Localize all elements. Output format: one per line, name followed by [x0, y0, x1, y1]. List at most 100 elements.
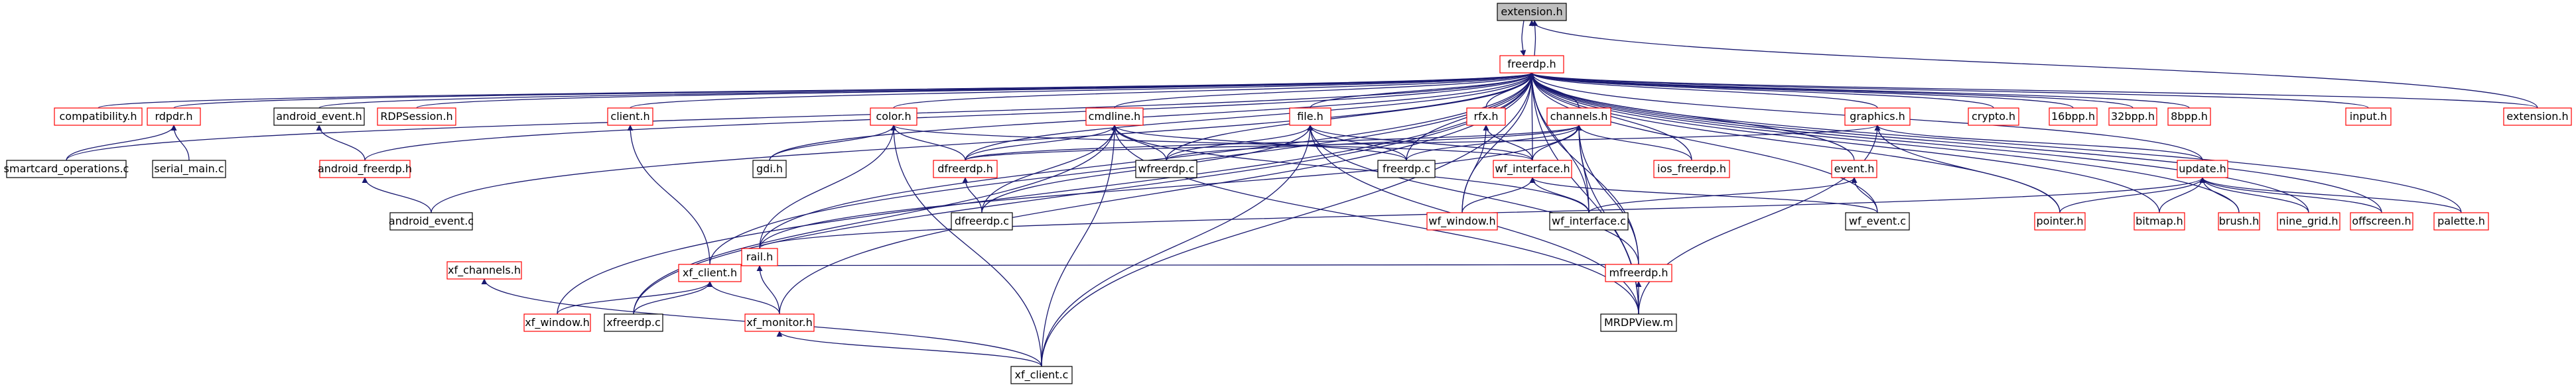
node-rail-h[interactable]: rail.h	[741, 248, 778, 266]
node-compatibility-h[interactable]: compatibility.h	[54, 107, 143, 126]
node-pointer-h[interactable]: pointer.h	[2034, 212, 2086, 231]
node-bitmap-h[interactable]: bitmap.h	[2134, 212, 2185, 231]
edge-xf_monitor_h-to-rail_h	[756, 265, 780, 315]
node-bpp32-h[interactable]: 32bpp.h	[2108, 107, 2157, 126]
node-label: channels.h	[1550, 110, 1608, 123]
node-xfreerdp-c[interactable]: xfreerdp.c	[604, 313, 663, 332]
edge-pointer_h-to-graphics_h	[1874, 125, 2061, 213]
node-label: xf_channels.h	[448, 264, 521, 277]
node-input-h[interactable]: input.h	[2345, 107, 2392, 126]
node-xf-client-h[interactable]: xf_client.h	[678, 264, 742, 282]
node-gdi-h[interactable]: gdi.h	[752, 160, 787, 178]
node-bpp8-h[interactable]: 8bpp.h	[2167, 107, 2211, 126]
node-serial-main-c[interactable]: serial_main.c	[152, 160, 226, 178]
node-brush-h[interactable]: brush.h	[2218, 212, 2260, 231]
node-cmdline-h[interactable]: cmdline.h	[1085, 107, 1144, 126]
edge-pointer_h-to-update_h	[2059, 177, 2206, 213]
node-android-freerdp-h[interactable]: android_freerdp.h	[318, 160, 412, 178]
node-crypto-h[interactable]: crypto.h	[1968, 107, 2019, 126]
node-label: xf_monitor.h	[746, 316, 812, 329]
node-box	[2134, 212, 2185, 231]
edge-extension_h-to-extension_h_root	[1528, 20, 2538, 109]
node-box	[933, 160, 998, 178]
node-graphics-h[interactable]: graphics.h	[1844, 107, 1911, 126]
node-client-h[interactable]: client.h	[607, 107, 653, 126]
node-label: gdi.h	[756, 162, 783, 175]
node-nine-grid-h[interactable]: nine_grid.h	[2277, 212, 2340, 231]
node-update-h[interactable]: update.h	[2177, 160, 2228, 178]
node-label: nine_grid.h	[2279, 215, 2338, 228]
nodes-layer: extension.h freerdp.h compatibility.h rdpdr…	[4, 3, 2572, 384]
node-box	[1010, 366, 1073, 384]
node-label: graphics.h	[1850, 110, 1905, 123]
node-xf-client-c[interactable]: xf_client.c	[1010, 366, 1073, 384]
edge-xf_client_c-to-xf_monitor_h	[776, 331, 1042, 367]
node-box	[604, 313, 663, 332]
node-freerdp-h[interactable]: freerdp.h	[1499, 55, 1564, 74]
node-wf-interface-h[interactable]: wf_interface.h	[1493, 160, 1572, 178]
node-android-event-c[interactable]: android_event.c	[389, 212, 474, 231]
node-box	[54, 107, 143, 126]
node-palette-h[interactable]: palette.h	[2433, 212, 2489, 231]
node-dfreerdp-c[interactable]: dfreerdp.c	[951, 212, 1013, 231]
node-box	[2167, 107, 2211, 126]
edge-dfreerdp_h-to-freerdp_h	[965, 72, 1535, 161]
node-label: RDPSession.h	[380, 110, 452, 123]
edge-gdi_h-to-color_h	[769, 125, 897, 161]
node-box	[1493, 160, 1572, 178]
edge-crypto_h-to-freerdp_h	[1528, 72, 1994, 109]
node-box	[741, 248, 778, 266]
node-smartcard-operations-c[interactable]: smartcard_operations.c	[4, 160, 129, 178]
edge-android_event_h-to-freerdp_h	[318, 72, 1534, 109]
node-wf-event-c[interactable]: wf_event.c	[1845, 212, 1910, 231]
edge-mfreerdp_h-to-rail_h	[759, 260, 1639, 266]
node-xf-window-h[interactable]: xf_window.h	[523, 313, 591, 332]
node-box	[147, 107, 201, 126]
node-label: rdpdr.h	[155, 110, 192, 123]
node-rdpdr-h[interactable]: rdpdr.h	[147, 107, 201, 126]
node-box	[1289, 107, 1331, 126]
node-label: freerdp.h	[1507, 58, 1556, 70]
edge-wf_interface_c-to-event_h	[1588, 177, 1858, 213]
node-label: brush.h	[2219, 215, 2260, 227]
edge-wf_window_h-to-wf_interface_h	[1461, 177, 1536, 213]
node-xf-monitor-h[interactable]: xf_monitor.h	[744, 313, 815, 332]
node-color-h[interactable]: color.h	[870, 107, 917, 126]
node-box	[2049, 107, 2098, 126]
edge-wf_interface_h-to-color_h	[890, 125, 1533, 161]
node-channels-h[interactable]: channels.h	[1546, 107, 1611, 126]
node-file-h[interactable]: file.h	[1289, 107, 1331, 126]
node-extension-h[interactable]: extension.h	[2503, 107, 2572, 126]
edge-input_h-to-freerdp_h	[1528, 72, 2369, 109]
node-wf-window-h[interactable]: wf_window.h	[1426, 212, 1498, 231]
edge-freerdp_c-to-channels_h	[1406, 125, 1582, 161]
node-label: palette.h	[2437, 215, 2485, 227]
node-event-h[interactable]: event.h	[1831, 160, 1877, 178]
node-mrdpview-m[interactable]: MRDPView.m	[1600, 313, 1677, 332]
node-label: wf_interface.c	[1552, 215, 1626, 228]
node-wfreerdp-c[interactable]: wfreerdp.c	[1135, 160, 1197, 178]
edge-smartcard_operations_c-to-rdpdr_h	[66, 125, 177, 161]
edge-client_h-to-freerdp_h	[630, 72, 1535, 109]
node-label: freerdp.c	[1383, 162, 1430, 175]
node-extension-h-root[interactable]: extension.h	[1497, 3, 1567, 21]
node-rfx-h[interactable]: rfx.h	[1466, 107, 1506, 126]
node-rdpsession-h[interactable]: RDPSession.h	[377, 107, 456, 126]
node-xf-channels-h[interactable]: xf_channels.h	[446, 261, 522, 280]
node-bpp16-h[interactable]: 16bpp.h	[2049, 107, 2098, 126]
node-label: 32bpp.h	[2111, 110, 2155, 123]
edge-gdi_h-to-freerdp_h	[769, 72, 1535, 161]
node-label: file.h	[1297, 110, 1323, 123]
node-label: rail.h	[746, 250, 774, 263]
edge-xf_client_c-to-freerdp_h	[1041, 72, 1535, 367]
node-box	[1085, 107, 1144, 126]
node-ios-freerdp-h[interactable]: ios_freerdp.h	[1653, 160, 1730, 178]
node-android-event-h[interactable]: android_event.h	[273, 107, 365, 126]
node-dfreerdp-h[interactable]: dfreerdp.h	[933, 160, 998, 178]
node-offscreen-h[interactable]: offscreen.h	[2350, 212, 2413, 231]
node-box	[273, 107, 365, 126]
node-wf-interface-c[interactable]: wf_interface.c	[1549, 212, 1629, 231]
node-freerdp-c[interactable]: freerdp.c	[1377, 160, 1436, 178]
node-label: compatibility.h	[59, 110, 137, 123]
node-mfreerdp-h[interactable]: mfreerdp.h	[1605, 264, 1672, 282]
